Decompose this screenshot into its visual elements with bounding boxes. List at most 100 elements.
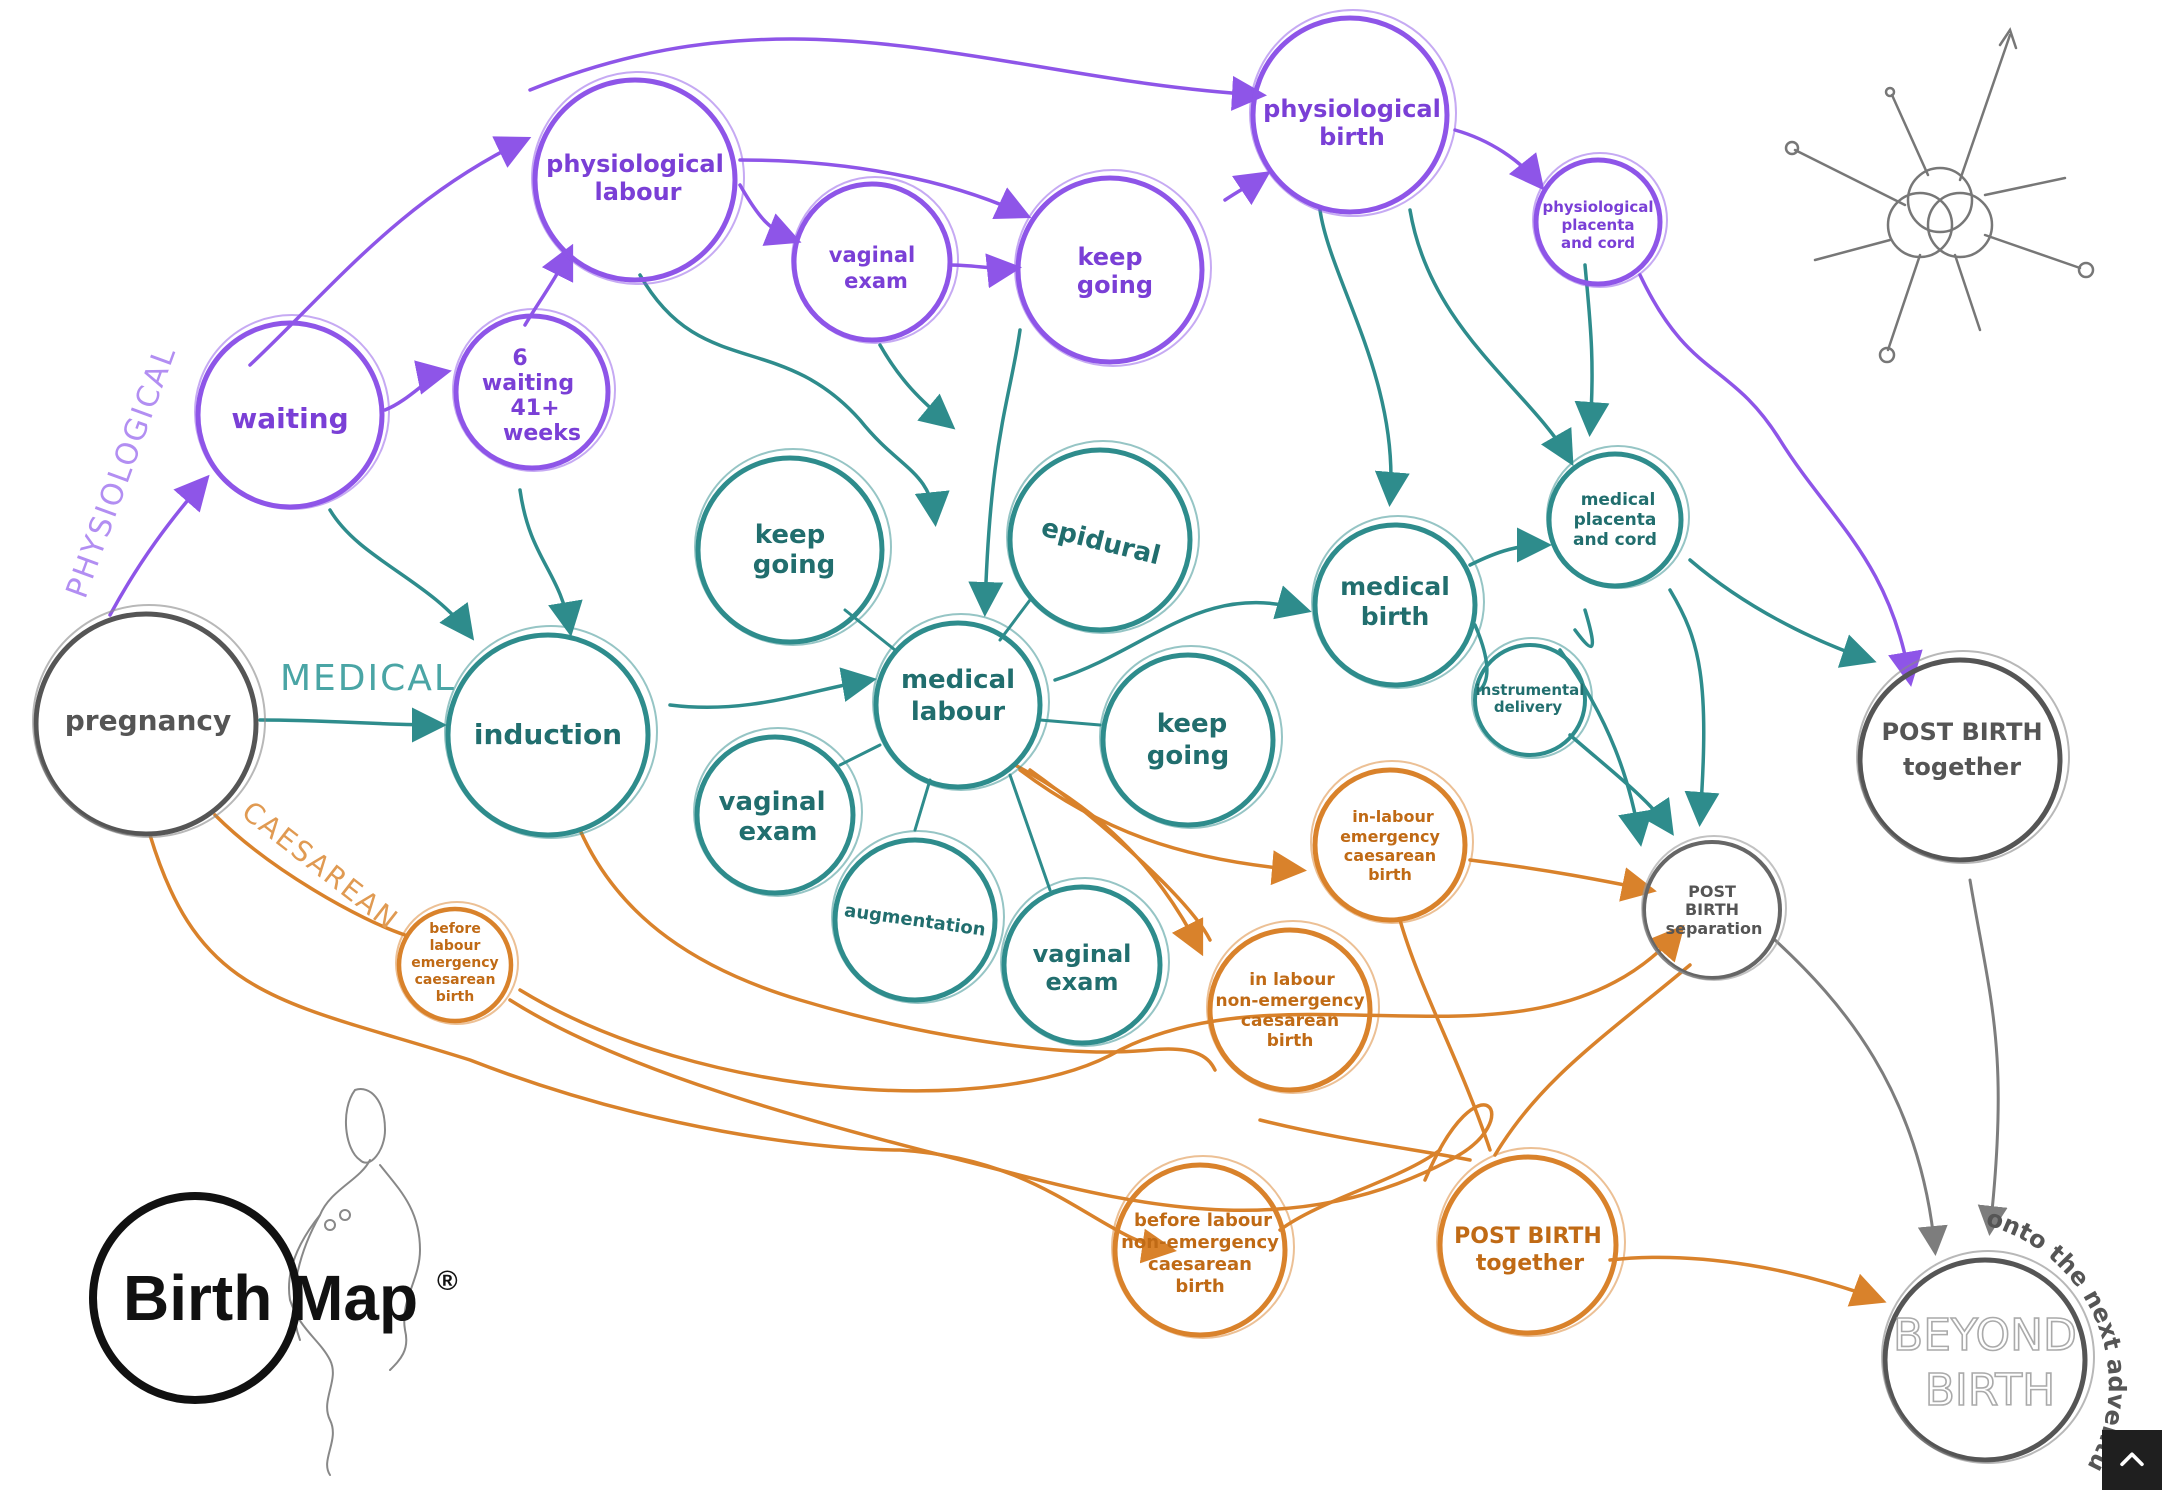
keep-going-top-line-2: going (1077, 271, 1153, 299)
medical-track-label: MEDICAL (280, 658, 456, 699)
phys-birth-line-2: birth (1319, 123, 1385, 151)
ble-line-1: before (429, 921, 481, 937)
beyond-birth-line-1: BEYOND (1893, 1310, 2077, 1361)
instrumental-delivery-line-1: instrumental (1476, 681, 1585, 699)
node-keep-going-a[interactable]: keep going (694, 448, 892, 646)
medical-birth-line-2: birth (1361, 602, 1430, 631)
phys-labour-line-1: physiological (546, 150, 724, 178)
node-physiological-birth[interactable]: physiological birth (1249, 9, 1457, 217)
blne-line-4: birth (1175, 1276, 1224, 1297)
node-in-labour-non-emergency-caesarean[interactable]: in labour non-emergency caesarean birth (1206, 920, 1380, 1094)
node-post-birth-together-grey[interactable]: POST BIRTH together (1856, 650, 2070, 864)
vaginal-exam-a-line-1: vaginal (719, 787, 826, 817)
teal-connectors (258, 208, 1877, 847)
beyond-birth-line-2: BIRTH (1925, 1365, 2056, 1416)
logo-text: Birth Map (123, 1262, 418, 1334)
blne-line-3: caesarean (1148, 1254, 1252, 1275)
node-waiting-41-weeks[interactable]: 6 waiting 41+ weeks (452, 308, 616, 472)
knot-compass-icon (1784, 27, 2095, 364)
waiting-41-line-2: waiting (482, 371, 574, 396)
purple-connectors (108, 37, 1923, 687)
node-instrumental-delivery[interactable]: instrumental delivery (1471, 637, 1593, 759)
node-augmentation[interactable]: augmentation (831, 830, 1005, 1004)
node-vaginal-exam-b[interactable]: vaginal exam (1000, 877, 1170, 1047)
node-in-labour-emergency-caesarean[interactable]: in-labour emergency caesarean birth (1310, 760, 1474, 924)
back-to-top-button[interactable] (2102, 1430, 2162, 1490)
node-pregnancy[interactable]: pregnancy (32, 604, 266, 838)
blne-line-2: non-emergency (1121, 1232, 1279, 1253)
ble-line-4: caesarean (415, 972, 496, 988)
pbto-line-2: together (1476, 1251, 1584, 1276)
augmentation-label: augmentation (843, 900, 987, 941)
node-before-labour-emergency-caesarean[interactable]: before labour emergency caesarean birth (395, 901, 519, 1025)
node-medical-placenta[interactable]: medical placenta and cord (1546, 445, 1690, 589)
node-keep-going-b[interactable]: keep going (1099, 645, 1283, 829)
instrumental-delivery-line-2: delivery (1494, 698, 1563, 716)
vaginal-exam-top-line-1: vaginal (829, 243, 915, 267)
node-before-labour-non-emergency-caesarean[interactable]: before labour non-emergency caesarean bi… (1111, 1155, 1295, 1339)
phys-birth-line-1: physiological (1263, 95, 1441, 123)
vaginal-exam-b-line-1: vaginal (1033, 940, 1132, 968)
node-post-birth-separation[interactable]: POST BIRTH separation (1641, 835, 1787, 981)
waiting-41-line-3: 41+ (510, 396, 559, 421)
node-vaginal-exam-top[interactable]: vaginal exam (791, 176, 959, 344)
medical-placenta-line-2: placenta (1574, 510, 1657, 530)
phys-placenta-line-1: physiological (1542, 198, 1653, 216)
ile-line-4: birth (1368, 865, 1412, 884)
medical-placenta-line-1: medical (1581, 490, 1656, 510)
ilne-line-4: birth (1267, 1031, 1314, 1051)
keep-going-a-line-2: going (753, 550, 836, 580)
ile-line-3: caesarean (1344, 846, 1436, 865)
ile-line-1: in-labour (1352, 807, 1434, 826)
blne-line-1: before labour (1134, 1210, 1272, 1231)
ilne-line-2: non-emergency (1215, 991, 1364, 1011)
phys-placenta-line-2: placenta (1561, 216, 1634, 234)
node-beyond-birth[interactable]: BEYOND BIRTH (1881, 1250, 2095, 1464)
vaginal-exam-b-line-2: exam (1046, 968, 1119, 996)
node-physiological-labour[interactable]: physiological labour (531, 71, 745, 285)
pregnancy-label: pregnancy (65, 704, 232, 737)
post-birth-separation-line-2: BIRTH (1685, 900, 1739, 919)
medical-labour-line-2: labour (911, 697, 1005, 727)
node-waiting[interactable]: waiting (194, 314, 390, 510)
logo-registered-mark: ® (437, 1265, 458, 1296)
ile-line-2: emergency (1340, 827, 1440, 846)
node-medical-birth[interactable]: medical birth (1311, 515, 1485, 689)
ble-line-5: birth (436, 989, 474, 1005)
node-induction[interactable]: induction (444, 625, 658, 839)
grey-connectors (1773, 878, 2008, 1256)
keep-going-top-line-1: keep (1077, 243, 1142, 271)
post-birth-separation-line-3: separation (1666, 919, 1763, 938)
node-post-birth-together-orange[interactable]: POST BIRTH together (1436, 1147, 1626, 1337)
post-birth-together-grey-line-2: together (1903, 753, 2021, 781)
orange-connectors (148, 763, 1887, 1307)
medical-labour-spokes (838, 598, 1102, 892)
waiting-41-line-1: 6 (512, 346, 527, 371)
birth-map-logo: Birth Map ® (89, 1192, 458, 1404)
caesarean-track-label: CAESAREAN (236, 795, 405, 937)
node-keep-going-top[interactable]: keep going (1014, 169, 1212, 367)
medical-birth-line-1: medical (1340, 572, 1450, 601)
ilne-line-1: in labour (1249, 970, 1335, 990)
keep-going-b-line-2: going (1147, 741, 1230, 771)
waiting-41-line-4: weeks (503, 421, 581, 446)
phys-labour-line-2: labour (594, 178, 681, 206)
physiological-track-label: PHYSIOLOGICAL (60, 341, 184, 603)
ilne-line-3: caesarean (1241, 1011, 1339, 1031)
vaginal-exam-top-line-2: exam (844, 269, 908, 293)
node-vaginal-exam-a[interactable]: vaginal exam (693, 727, 863, 897)
ble-line-3: emergency (411, 955, 498, 971)
medical-placenta-line-3: and cord (1573, 530, 1657, 550)
post-birth-separation-line-1: POST (1688, 882, 1736, 901)
node-epidural[interactable]: epidural (1006, 440, 1200, 634)
medical-labour-line-1: medical (901, 665, 1015, 695)
keep-going-a-line-1: keep (755, 520, 825, 550)
epidural-label: epidural (1038, 513, 1163, 572)
post-birth-together-grey-line-1: POST BIRTH (1881, 718, 2042, 746)
induction-label: induction (474, 718, 622, 751)
node-physiological-placenta[interactable]: physiological placenta and cord (1532, 152, 1668, 288)
phys-placenta-line-3: and cord (1561, 234, 1635, 252)
node-waiting-label: waiting (231, 402, 348, 435)
node-medical-labour[interactable]: medical labour (872, 613, 1050, 791)
